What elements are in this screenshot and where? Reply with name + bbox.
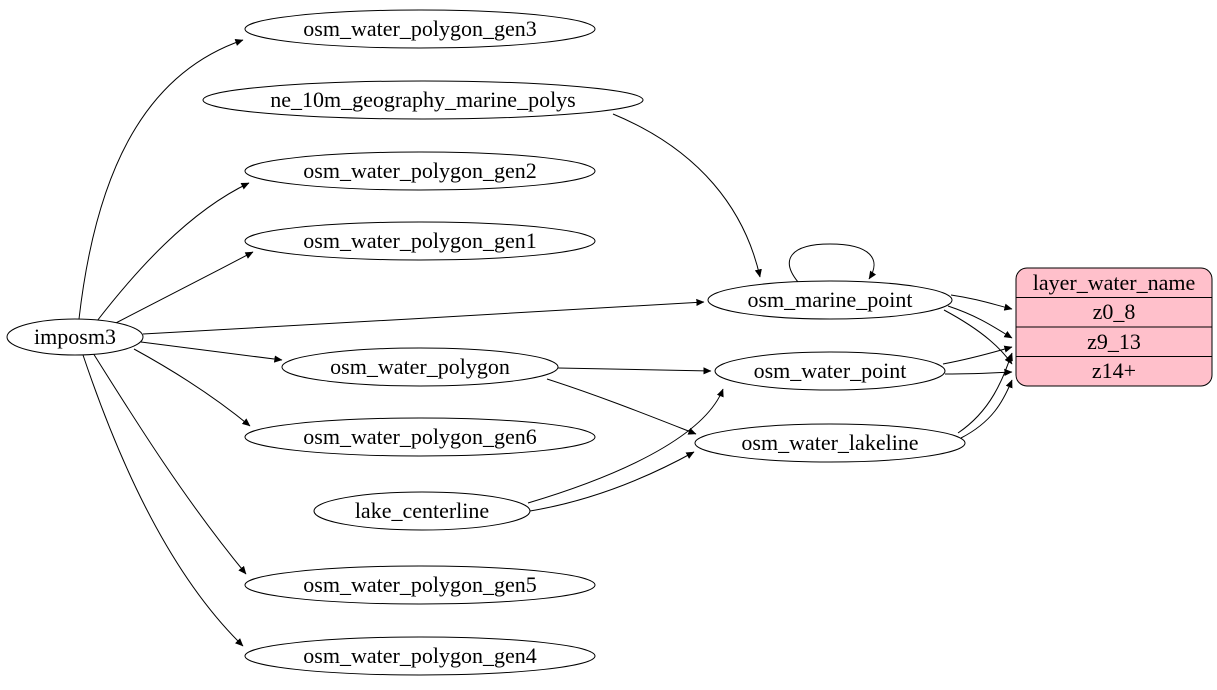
node-osm_water_polygon_gen6: osm_water_polygon_gen6 bbox=[244, 417, 596, 457]
node-osm_water_polygon_gen1: osm_water_polygon_gen1 bbox=[244, 221, 596, 261]
node-osm_marine_point: osm_marine_point bbox=[707, 280, 953, 320]
edge-imposm3-osm_water_polygon_gen1 bbox=[111, 251, 254, 326]
record-title: layer_water_name bbox=[1033, 270, 1195, 295]
edge-osm_water_point-z9_13 bbox=[942, 345, 1013, 365]
record-row-z9_13: z9_13 bbox=[1087, 329, 1141, 354]
edges bbox=[78, 39, 1013, 647]
edge-osm_marine_point-self-loop bbox=[788, 243, 877, 283]
node-osm_water_polygon_gen5-label: osm_water_polygon_gen5 bbox=[303, 572, 536, 597]
edge-imposm3-osm_water_polygon_gen3 bbox=[78, 39, 244, 320]
node-osm_water_polygon: osm_water_polygon bbox=[281, 347, 559, 387]
node-osm_water_polygon_gen4: osm_water_polygon_gen4 bbox=[244, 636, 596, 676]
edge-osm_marine_point-z9_13 bbox=[947, 305, 1013, 339]
node-osm_water_polygon_gen3-label: osm_water_polygon_gen3 bbox=[303, 16, 536, 41]
node-lake_centerline: lake_centerline bbox=[313, 491, 531, 531]
node-osm_water_polygon-label: osm_water_polygon bbox=[330, 354, 510, 379]
edge-imposm3-osm_marine_point bbox=[142, 298, 705, 335]
node-osm_water_polygon_gen2-label: osm_water_polygon_gen2 bbox=[303, 158, 536, 183]
edge-osm_water_lakeline-z9_13 bbox=[957, 352, 1013, 434]
edge-imposm3-osm_water_polygon_gen2 bbox=[96, 182, 250, 322]
node-osm_marine_point-label: osm_marine_point bbox=[748, 287, 913, 312]
node-layer_water_name: layer_water_name z0_8 z9_13 z14+ bbox=[1015, 267, 1213, 387]
edge-imposm3-osm_water_polygon_gen6 bbox=[133, 348, 251, 427]
node-osm_water_polygon_gen2: osm_water_polygon_gen2 bbox=[244, 151, 596, 191]
edge-osm_water_polygon-osm_water_point bbox=[557, 367, 712, 375]
node-osm_water_polygon_gen5: osm_water_polygon_gen5 bbox=[244, 565, 596, 605]
edge-lake_centerline-osm_water_point bbox=[527, 388, 724, 504]
edge-osm_water_polygon-osm_water_lakeline bbox=[546, 378, 697, 435]
node-osm_water_point: osm_water_point bbox=[714, 351, 946, 391]
edge-imposm3-osm_water_polygon_gen4 bbox=[82, 354, 244, 647]
node-imposm3: imposm3 bbox=[6, 318, 144, 356]
record-row-z0_8: z0_8 bbox=[1093, 299, 1136, 324]
node-osm_water_lakeline-label: osm_water_lakeline bbox=[741, 430, 918, 455]
node-osm_water_polygon_gen1-label: osm_water_polygon_gen1 bbox=[303, 228, 536, 253]
edge-ne_10m_geography_marine_polys-osm_marine_point bbox=[612, 113, 762, 278]
node-osm_water_lakeline: osm_water_lakeline bbox=[694, 423, 966, 463]
node-osm_water_polygon_gen6-label: osm_water_polygon_gen6 bbox=[303, 424, 536, 449]
node-ne_10m_geography_marine_polys-label: ne_10m_geography_marine_polys bbox=[270, 87, 576, 112]
record-row-z14plus: z14+ bbox=[1092, 358, 1136, 383]
node-imposm3-label: imposm3 bbox=[34, 324, 116, 349]
node-osm_water_point-label: osm_water_point bbox=[754, 358, 907, 383]
edge-osm_water_lakeline-z14plus bbox=[960, 379, 1013, 439]
edge-imposm3-osm_water_polygon bbox=[140, 341, 283, 363]
edge-osm_marine_point-z0_8 bbox=[950, 294, 1013, 311]
node-osm_water_polygon_gen3: osm_water_polygon_gen3 bbox=[244, 9, 596, 49]
edge-lake_centerline-osm_water_lakeline bbox=[529, 451, 695, 512]
node-osm_water_polygon_gen4-label: osm_water_polygon_gen4 bbox=[303, 643, 536, 668]
node-ne_10m_geography_marine_polys: ne_10m_geography_marine_polys bbox=[202, 80, 644, 120]
edge-osm_water_point-z14plus bbox=[944, 368, 1013, 376]
node-lake_centerline-label: lake_centerline bbox=[355, 498, 489, 523]
edge-imposm3-osm_water_polygon_gen5 bbox=[92, 352, 247, 575]
